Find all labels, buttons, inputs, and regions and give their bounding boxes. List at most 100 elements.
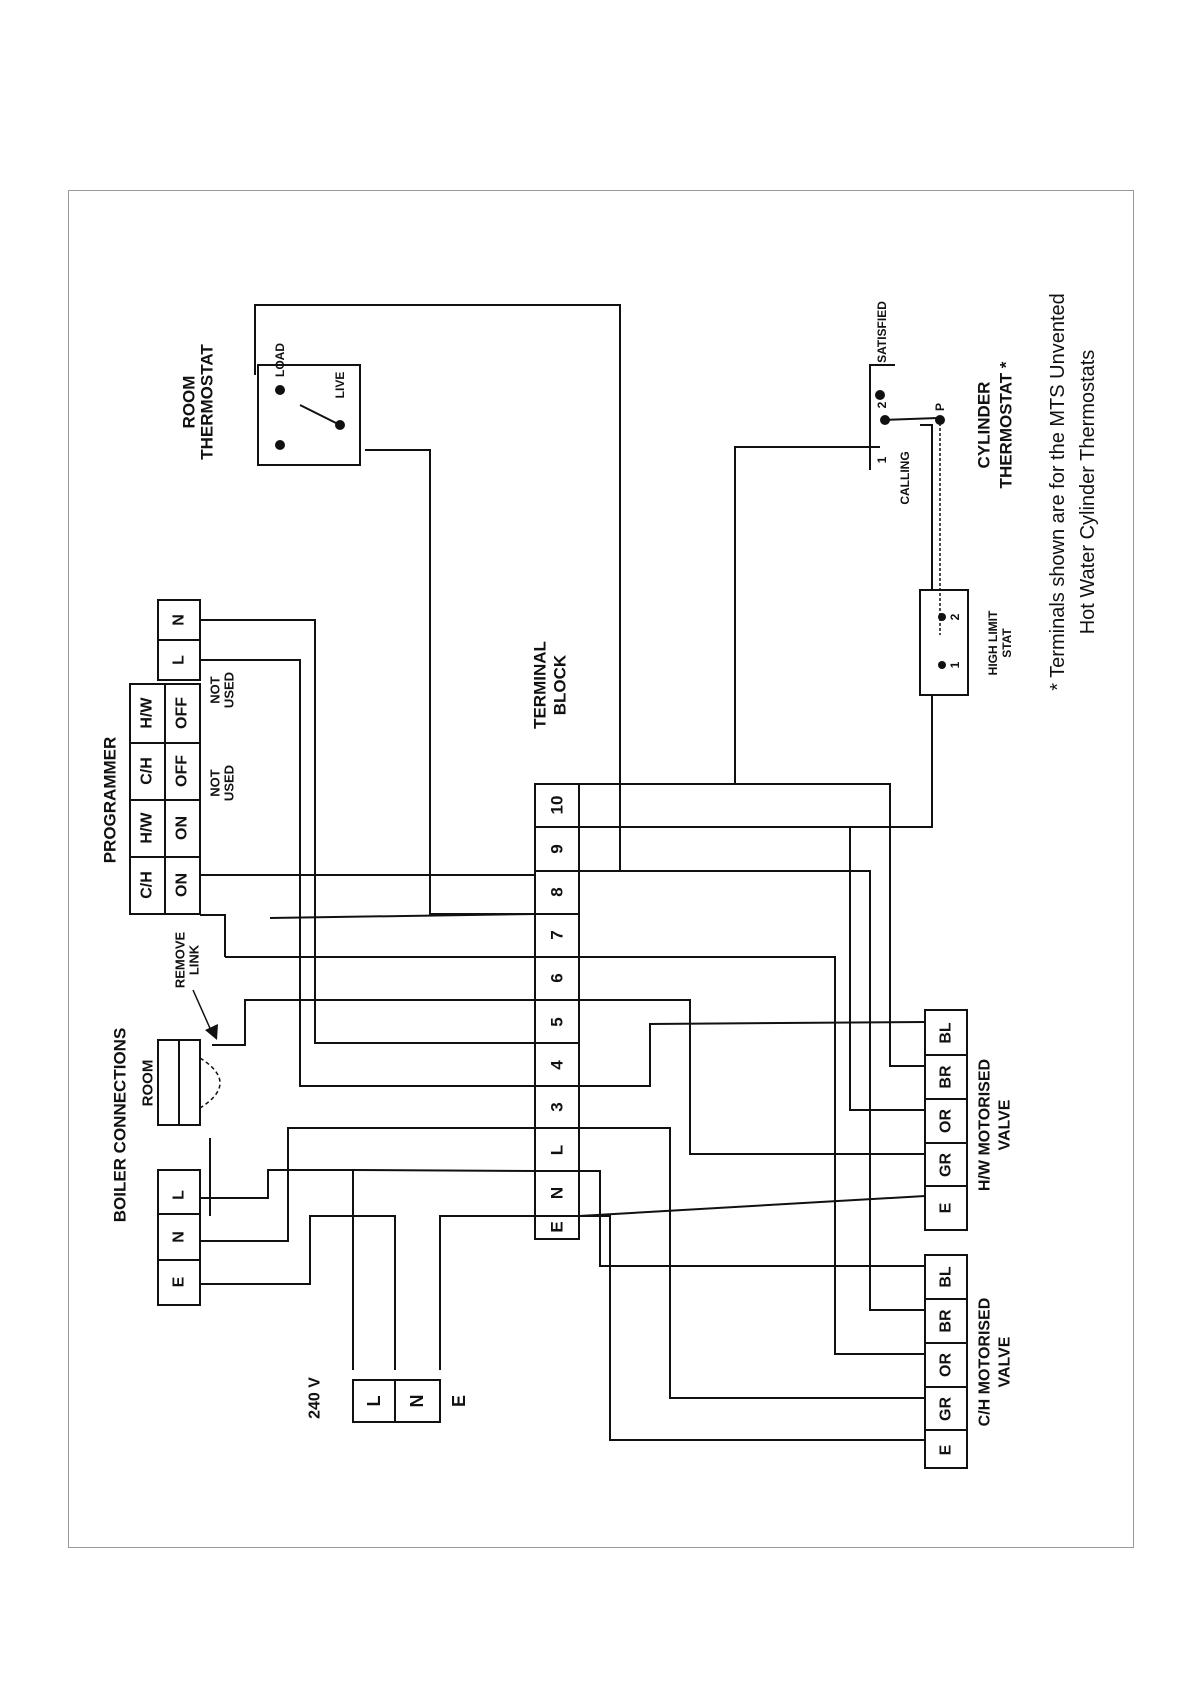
ch-valve-title: C/H MOTORISED [977, 1298, 994, 1427]
high-limit-stat-box [919, 589, 969, 696]
wire-supply-e [439, 1215, 535, 1370]
terminal-dot [875, 390, 885, 400]
hw-valve-terminal: OR [938, 1109, 955, 1133]
terminal-block-cell: 3 [548, 1102, 567, 1111]
remove-link-label: REMOVE [173, 932, 188, 989]
remove-link-arrow [192, 989, 214, 1036]
terminal-block-cell: 9 [548, 844, 567, 853]
programmer-title: PROGRAMMER [101, 737, 120, 864]
terminal-dot [938, 661, 946, 669]
cylinder-p: P [933, 403, 947, 411]
programmer-power-l: L [171, 655, 188, 665]
boiler-terminal: N [171, 1231, 188, 1243]
programmer-power-n: N [171, 614, 188, 626]
terminal-block-title: TERMINAL [531, 641, 550, 729]
wire-prog-n [200, 619, 535, 1044]
wire-ch-e [579, 1215, 925, 1441]
remove-link-label: LINK [187, 944, 202, 975]
programmer-cell-bottom: ON [174, 873, 191, 897]
hw-valve-terminal: BR [938, 1065, 955, 1089]
supply-terminal: E [449, 1395, 469, 1407]
cylinder-thermostat-title: THERMOSTAT * [997, 361, 1016, 488]
terminal-dot [938, 613, 946, 621]
boiler-room-label: ROOM [140, 1060, 157, 1107]
ch-valve-terminal: BR [938, 1309, 955, 1333]
boiler-connections-title: BOILER CONNECTIONS [111, 1028, 130, 1223]
high-limit-terminal: 1 [948, 661, 962, 668]
ch-valve-title: VALVE [997, 1336, 1014, 1387]
wire-hw-br [579, 783, 925, 1067]
wire-ch-or [579, 956, 925, 1355]
cylinder-satisfied: SATISFIED [875, 301, 889, 363]
cylinder-frame [869, 364, 895, 470]
room-thermostat-title: ROOM [180, 376, 199, 429]
room-link-dashed [199, 1057, 221, 1109]
wire-roomstat-live [365, 449, 535, 915]
terminal-block-cell: L [548, 1145, 567, 1155]
wire-room-link [212, 999, 535, 1046]
terminal-block-cell: 4 [548, 1060, 567, 1070]
footnote-line: Hot Water Cylinder Thermostats [1077, 350, 1099, 635]
hw-valve-box [924, 1009, 968, 1231]
high-limit-stat-title: STAT [1000, 628, 1014, 658]
programmer-cell-bottom: OFF [174, 755, 191, 787]
terminal-dot [935, 415, 945, 425]
cylinder-switch [882, 417, 939, 421]
wire-hw-bl [579, 1021, 926, 1087]
supply-terminal: L [364, 1396, 384, 1407]
wire-supply-n [200, 1215, 396, 1370]
wire-l-tb [352, 1169, 536, 1172]
programmer-cell-top: C/H [139, 757, 156, 785]
hw-valve-terminal: E [938, 1202, 955, 1213]
hw-valve-title: H/W MOTORISED [977, 1059, 994, 1191]
terminal-dot [275, 385, 285, 395]
ch-valve-terminal: GR [938, 1397, 955, 1421]
wire-cyl-10 [579, 446, 880, 785]
wire-hls-9 [579, 692, 933, 828]
wire-prog-l [200, 659, 535, 1087]
programmer-cell-top: C/H [139, 871, 156, 899]
wire-prog-ch-on [200, 914, 226, 957]
supply-box [352, 1379, 441, 1423]
terminal-block-cell: 7 [548, 930, 567, 939]
hw-valve-terminal: GR [938, 1153, 955, 1177]
cylinder-thermostat-title: CYLINDER [975, 382, 994, 469]
programmer-cell-top: H/W [139, 697, 156, 729]
not-used-label: USED [222, 765, 237, 801]
room-thermostat-title: THERMOSTAT [198, 344, 217, 460]
diagram-frame [68, 190, 1134, 1548]
not-used-label: NOT [208, 676, 223, 704]
terminal-block-cell: N [548, 1187, 567, 1199]
cylinder-satisfied-num: 2 [875, 401, 889, 408]
not-used-label: NOT [208, 769, 223, 797]
terminal-block-box [534, 783, 580, 1240]
terminal-block-cell: 6 [548, 973, 567, 982]
wire-supply-l [200, 1169, 354, 1370]
programmer-cell-bottom: OFF [174, 697, 191, 729]
wire-hw-or [579, 826, 925, 1111]
hw-valve-terminal: BL [938, 1022, 955, 1044]
room-stat-switch [299, 404, 341, 426]
hw-valve-title: VALVE [997, 1099, 1014, 1150]
ch-valve-terminal: BL [938, 1266, 955, 1288]
not-used-label: USED [222, 672, 237, 708]
supply-terminal: N [407, 1395, 427, 1408]
terminal-block-cell: 10 [548, 796, 567, 815]
terminal-block-title: BLOCK [551, 654, 570, 715]
wire-ch-bl [579, 1170, 925, 1267]
boiler-terminal: L [171, 1190, 188, 1200]
room-stat-live: LIVE [333, 372, 347, 399]
footnote-line: * Terminals shown are for the MTS Unvent… [1047, 293, 1069, 691]
terminal-boxes [129, 364, 969, 1469]
cylinder-calling-num: 1 [875, 456, 889, 463]
terminal-block-cell: E [548, 1221, 567, 1232]
room-thermostat-box [257, 364, 361, 466]
cylinder-calling: CALLING [898, 451, 912, 504]
wires [200, 304, 933, 1441]
terminal-dot [880, 415, 890, 425]
ch-valve-terminal: OR [938, 1353, 955, 1377]
programmer-cell-bottom: ON [174, 816, 191, 840]
high-limit-stat-title: HIGH LIMIT [986, 610, 1000, 675]
terminal-block-cell: 8 [548, 887, 567, 896]
